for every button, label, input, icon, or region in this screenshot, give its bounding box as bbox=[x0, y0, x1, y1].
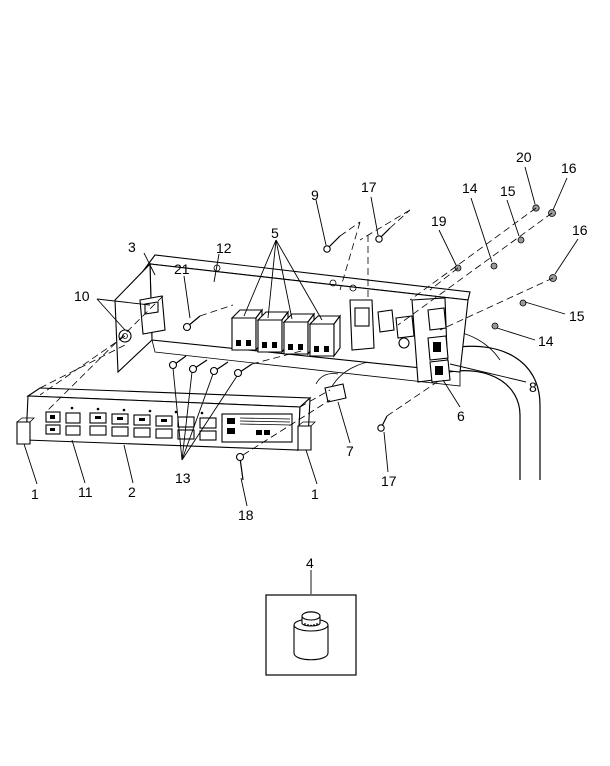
screw-item-17-bottom bbox=[377, 415, 388, 432]
hardware-stack-lower bbox=[491, 274, 557, 330]
callout-17-bottom: 17 bbox=[381, 473, 397, 489]
callout-15-lower: 15 bbox=[569, 308, 585, 324]
end-cap-right bbox=[297, 421, 316, 451]
callout-8: 8 bbox=[529, 379, 537, 395]
wire-clip bbox=[315, 373, 347, 403]
leader-lines bbox=[23, 166, 579, 594]
callout-1-left: 1 bbox=[31, 486, 39, 502]
callout-9: 9 bbox=[311, 187, 319, 203]
relay bbox=[308, 314, 342, 358]
screw-item-18 bbox=[235, 452, 245, 481]
callout-labels: 1 1 2 3 4 5 6 7 8 9 10 11 12 13 14 14 15… bbox=[31, 149, 588, 571]
callout-17-top: 17 bbox=[361, 179, 377, 195]
callout-11: 11 bbox=[78, 484, 93, 500]
callout-16-upper: 16 bbox=[561, 160, 577, 176]
connector-block bbox=[427, 307, 451, 383]
callout-6: 6 bbox=[457, 408, 465, 424]
screw-item-21 bbox=[182, 315, 201, 332]
callout-3: 3 bbox=[128, 239, 136, 255]
callout-12: 12 bbox=[216, 240, 232, 256]
callout-14-lower: 14 bbox=[538, 333, 554, 349]
cylinder-part bbox=[293, 611, 329, 661]
screw-item-17-top bbox=[375, 227, 391, 243]
callout-1-right: 1 bbox=[311, 486, 319, 502]
screw-item-13-set bbox=[168, 355, 253, 378]
switch-button-row bbox=[45, 411, 217, 441]
callout-18: 18 bbox=[238, 507, 254, 523]
detail-inset-box bbox=[265, 594, 357, 676]
callout-19: 19 bbox=[431, 213, 447, 229]
callout-15-upper: 15 bbox=[500, 183, 516, 199]
fuse-holder bbox=[349, 299, 415, 351]
end-cap-left bbox=[16, 417, 35, 445]
panel-label-plate bbox=[221, 413, 293, 443]
callout-2: 2 bbox=[128, 484, 136, 500]
callout-14-upper: 14 bbox=[462, 180, 478, 196]
callout-5: 5 bbox=[271, 225, 279, 241]
relay-group bbox=[230, 308, 342, 358]
callout-10: 10 bbox=[74, 288, 90, 304]
switch-panel bbox=[25, 387, 312, 452]
callout-21: 21 bbox=[174, 261, 190, 277]
callout-7: 7 bbox=[346, 443, 354, 459]
callout-13: 13 bbox=[175, 470, 191, 486]
callout-16-lower: 16 bbox=[572, 222, 588, 238]
screw-item-9 bbox=[323, 235, 341, 253]
hardware-stack-upper bbox=[454, 204, 556, 272]
callout-20: 20 bbox=[516, 149, 532, 165]
callout-4: 4 bbox=[306, 555, 314, 571]
